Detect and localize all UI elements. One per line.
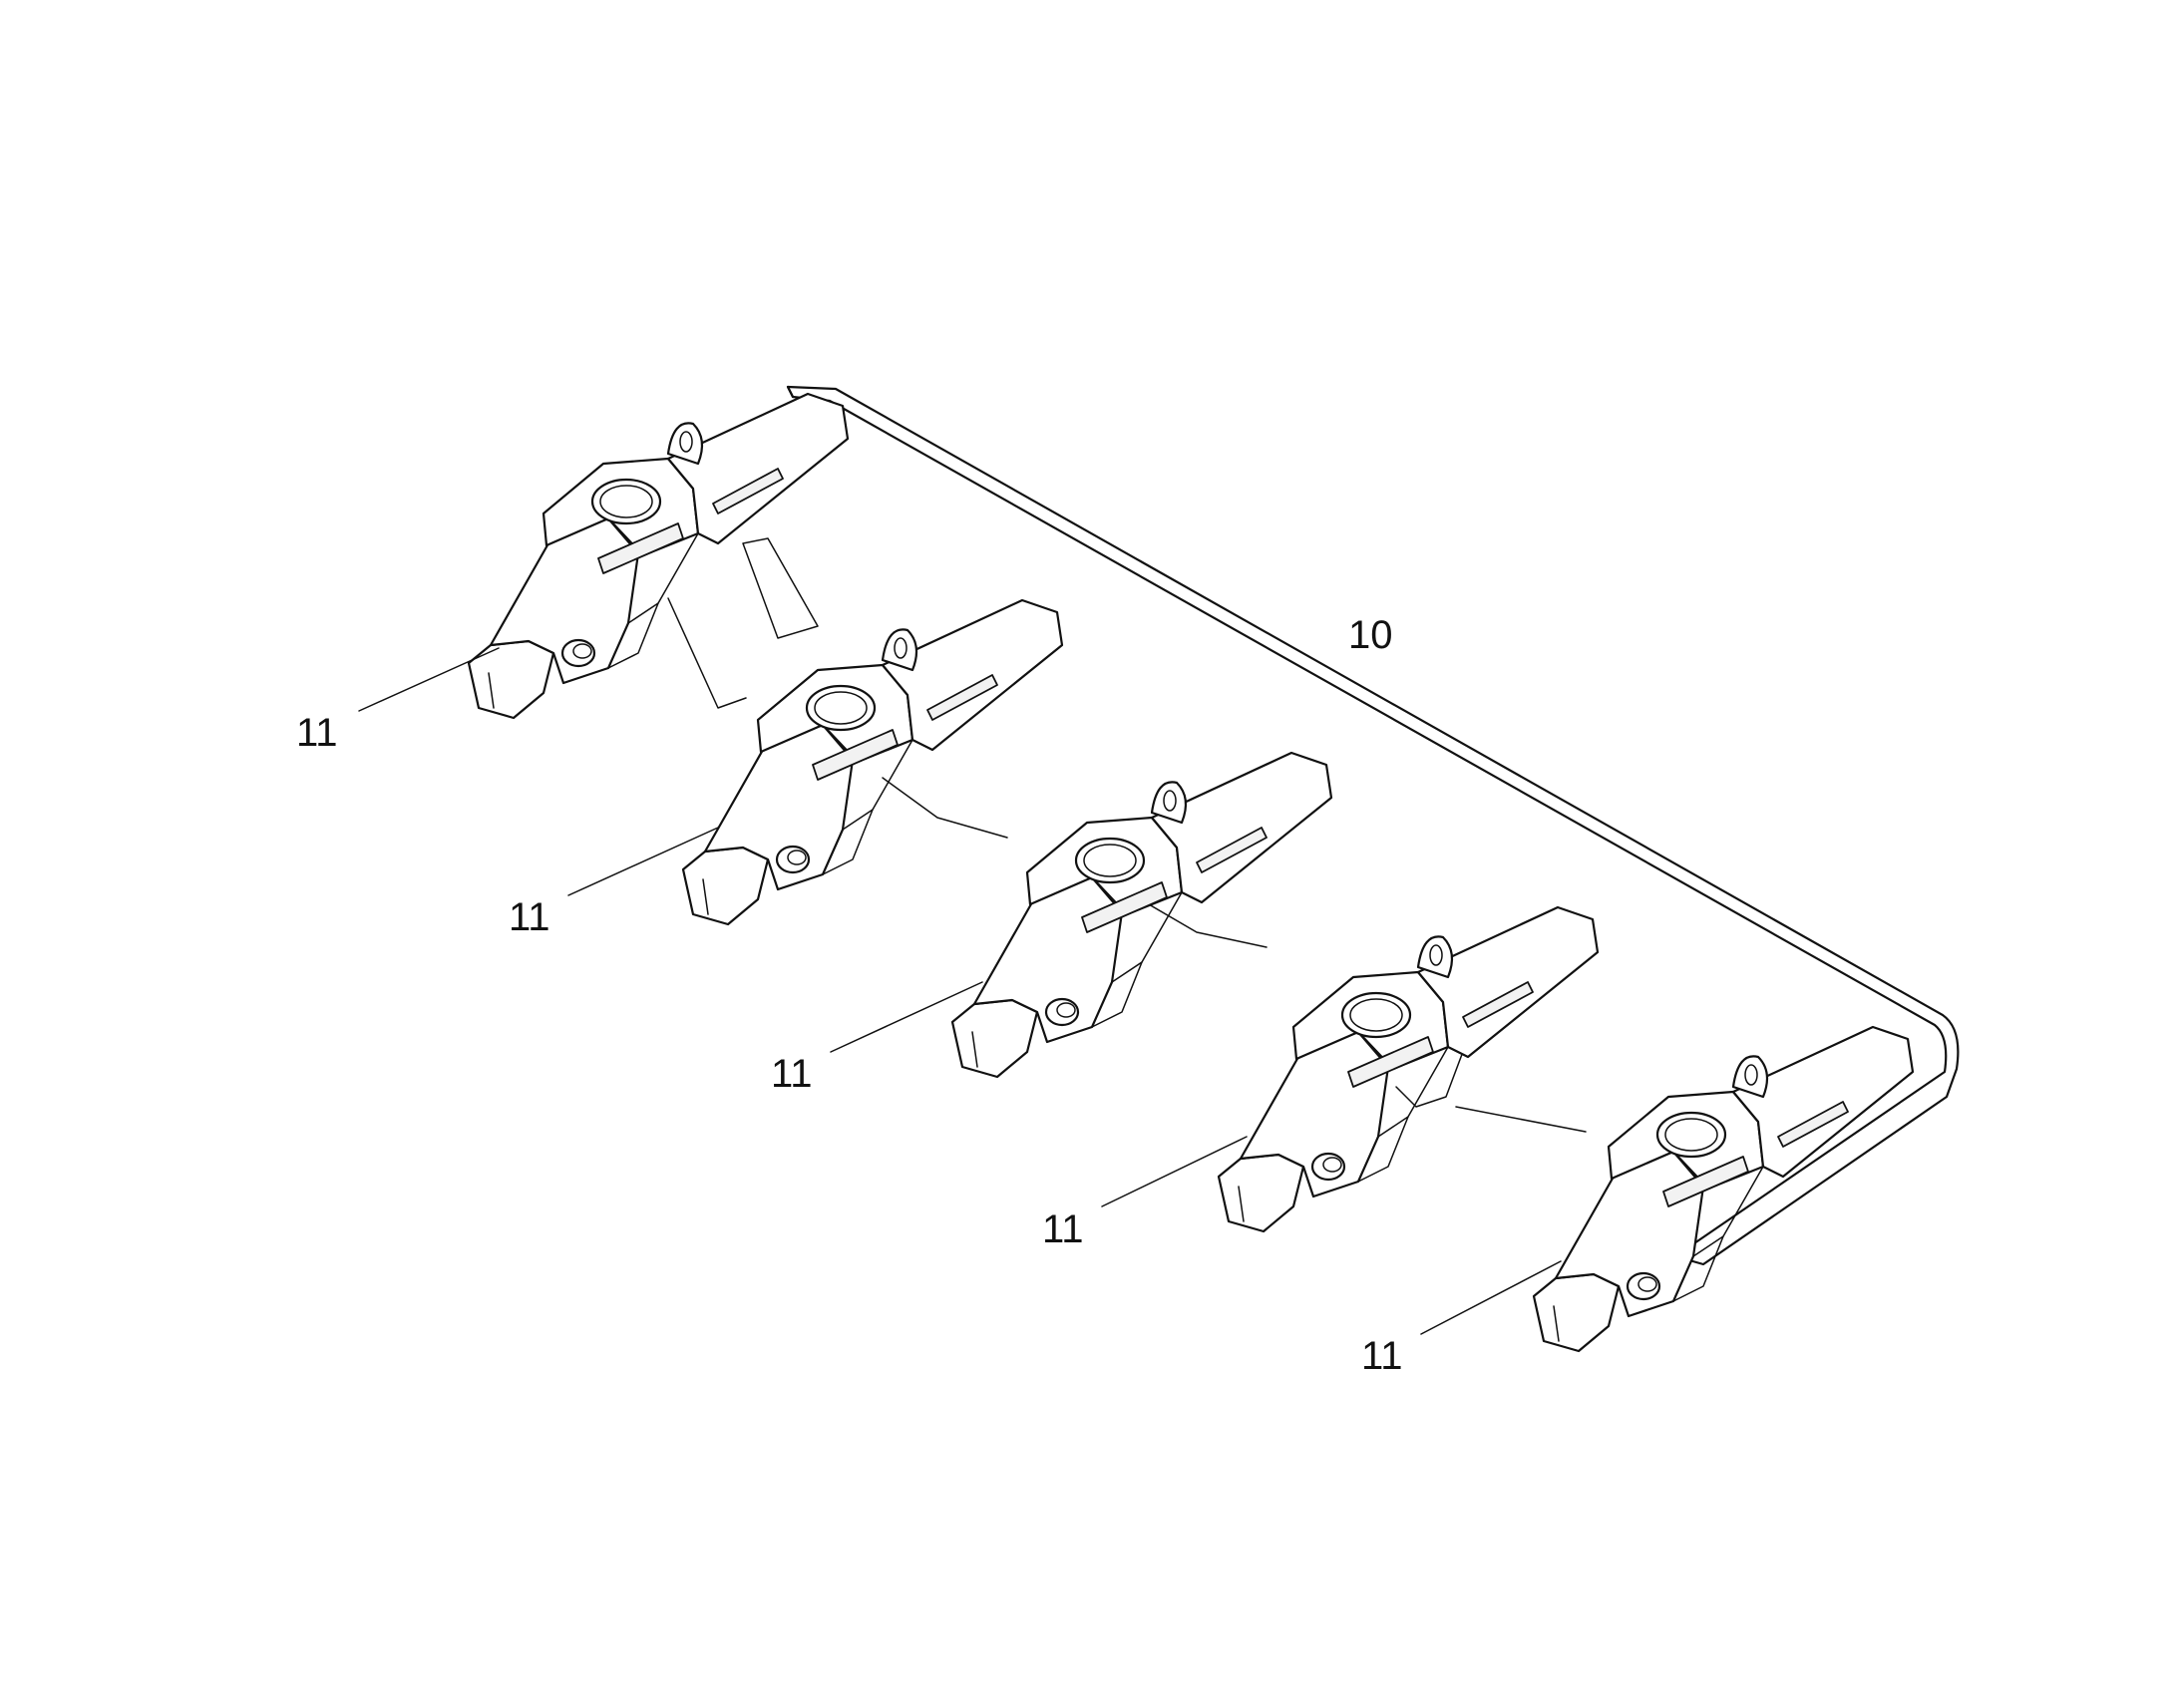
leader-line-tooth-1 [358,647,500,712]
teeth-group [467,392,1915,1353]
tooth-1 [467,392,850,720]
callout-label-tooth-4: 11 [1042,1207,1084,1251]
leader-line-tooth-4 [1101,1136,1248,1207]
callout-label-tooth-1: 11 [296,711,338,755]
callout-label-bucket-lip: 10 [1348,613,1393,657]
leader-lines [358,647,1562,1335]
leader-line-tooth-3 [830,981,983,1053]
tooth-4 [1217,905,1600,1233]
callout-labels: 10 11 11 11 11 11 [296,613,1403,1378]
callout-label-tooth-3: 11 [771,1052,813,1096]
leader-line-tooth-2 [567,827,719,896]
callout-label-tooth-2: 11 [509,895,550,939]
callout-label-tooth-5: 11 [1361,1334,1403,1378]
tooth-5 [1532,1025,1915,1353]
tooth-3 [950,751,1333,1079]
leader-line-tooth-5 [1420,1260,1562,1335]
tooth-2 [681,598,1064,926]
